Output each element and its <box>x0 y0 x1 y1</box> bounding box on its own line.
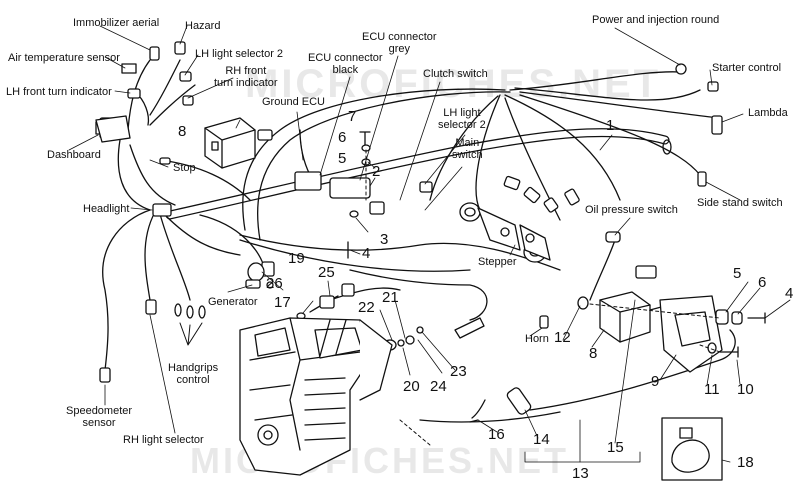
label-handgrips-control-line2: control <box>176 374 210 386</box>
generator-part <box>245 262 265 289</box>
callout-8-left: 8 <box>178 123 187 140</box>
label-stop: Stop <box>173 162 196 174</box>
label-speedometer-sensor-line1: Speedometer <box>66 405 133 417</box>
callout-6-left: 6 <box>338 129 347 146</box>
label-rh-light-selector: RH light selector <box>123 434 204 446</box>
handgrip-connectors <box>174 303 206 319</box>
callout-13: 13 <box>572 465 589 482</box>
callout-7: 7 <box>348 108 357 125</box>
clamp-shape <box>671 439 710 473</box>
label-lambda: Lambda <box>748 107 788 119</box>
label-rh-front-turn-indicator-line1: RH front <box>225 65 267 77</box>
callout-19: 19 <box>288 250 305 267</box>
callout-17: 17 <box>274 294 291 311</box>
callout-18: 18 <box>737 454 754 471</box>
label-power-and-injection-round: Power and injection round <box>592 14 720 26</box>
label-ground-ecu: Ground ECU <box>262 96 325 108</box>
label-immobilizer-aerial: Immobilizer aerial <box>73 17 160 29</box>
label-handgrips-control-line1: Handgrips <box>168 362 219 374</box>
callout-3: 3 <box>380 231 389 248</box>
leader-lines <box>68 25 791 463</box>
label-hazard: Hazard <box>185 20 221 32</box>
watermark-top: MICROFICHES.NET <box>245 62 662 106</box>
callout-14: 14 <box>533 431 550 448</box>
label-stepper: Stepper <box>478 256 517 268</box>
callout-10: 10 <box>737 381 754 398</box>
label-speedometer-sensor: Speedometer sensor <box>66 405 132 429</box>
clamp-box <box>661 417 723 481</box>
label-handgrips-control: Handgrips control <box>168 362 218 386</box>
callout-12: 12 <box>554 329 571 346</box>
harness-wires <box>102 59 736 423</box>
label-clutch-switch: Clutch switch <box>423 68 488 80</box>
label-ecu-connector-black-line1: ECU connector <box>308 52 383 64</box>
label-generator: Generator <box>208 296 258 308</box>
callout-15: 15 <box>607 439 624 456</box>
callout-2: 2 <box>372 163 381 180</box>
label-lh-light-selector-2-mid-line2: selector 2 <box>438 119 486 131</box>
callout-26: 26 <box>266 275 283 292</box>
label-lh-light-selector-2-mid-line1: LH light <box>443 107 481 119</box>
label-ecu-connector-black: ECU connector black <box>308 52 383 76</box>
label-starter-control: Starter control <box>712 62 782 74</box>
callout-4-right: 4 <box>785 285 794 302</box>
relay-left <box>204 117 256 169</box>
callout-22: 22 <box>358 299 375 316</box>
label-main-switch: Main switch <box>452 137 483 161</box>
callout-23: 23 <box>450 363 467 380</box>
label-side-stand-switch: Side stand switch <box>697 197 783 209</box>
label-oil-pressure-switch: Oil pressure switch <box>585 204 678 216</box>
label-ecu-connector-grey: ECU connector grey <box>362 31 437 55</box>
callout-24: 24 <box>430 378 447 395</box>
callout-4-left: 4 <box>362 245 371 262</box>
dashed-guides <box>365 149 721 446</box>
label-dashboard: Dashboard <box>47 149 101 161</box>
callout-21: 21 <box>382 289 399 306</box>
callout-6-right: 6 <box>758 274 767 291</box>
label-ecu-connector-grey-line2: grey <box>388 43 410 55</box>
label-lh-light-selector-2-top: LH light selector 2 <box>195 48 284 60</box>
label-ecu-connector-black-line2: black <box>332 64 359 76</box>
label-rh-front-turn-indicator: RH front turn indicator <box>214 65 278 89</box>
label-speedometer-sensor-line2: sensor <box>82 417 116 429</box>
label-rh-front-turn-indicator-line2: turn indicator <box>214 77 278 89</box>
bracket-plate <box>659 295 723 373</box>
harness-tube-end <box>662 139 672 155</box>
callout-25: 25 <box>318 264 335 281</box>
sensor-plugs <box>319 283 532 423</box>
callout-11: 11 <box>704 381 720 398</box>
engine <box>239 317 393 476</box>
callout-20: 20 <box>403 378 420 395</box>
throttle-bodies <box>459 202 551 263</box>
label-ecu-connector-grey-line1: ECU connector <box>362 31 437 43</box>
callout-1: 1 <box>606 117 615 134</box>
label-air-temperature-sensor: Air temperature sensor <box>8 52 120 64</box>
label-headlight: Headlight <box>83 203 130 215</box>
callout-9: 9 <box>651 373 660 390</box>
label-horn: Horn <box>525 333 549 345</box>
callout-16: 16 <box>488 426 505 443</box>
dashboard-shape <box>95 115 131 143</box>
label-main-switch-line1: Main <box>455 137 480 149</box>
callout-5-left: 5 <box>338 150 347 167</box>
callout-8-right: 8 <box>589 345 598 362</box>
callout-5-right: 5 <box>733 265 742 282</box>
label-main-switch-line2: switch <box>452 149 483 161</box>
label-lh-front-turn-indicator: LH front turn indicator <box>6 86 112 98</box>
label-lh-light-selector-2-mid: LH light selector 2 <box>438 107 486 131</box>
